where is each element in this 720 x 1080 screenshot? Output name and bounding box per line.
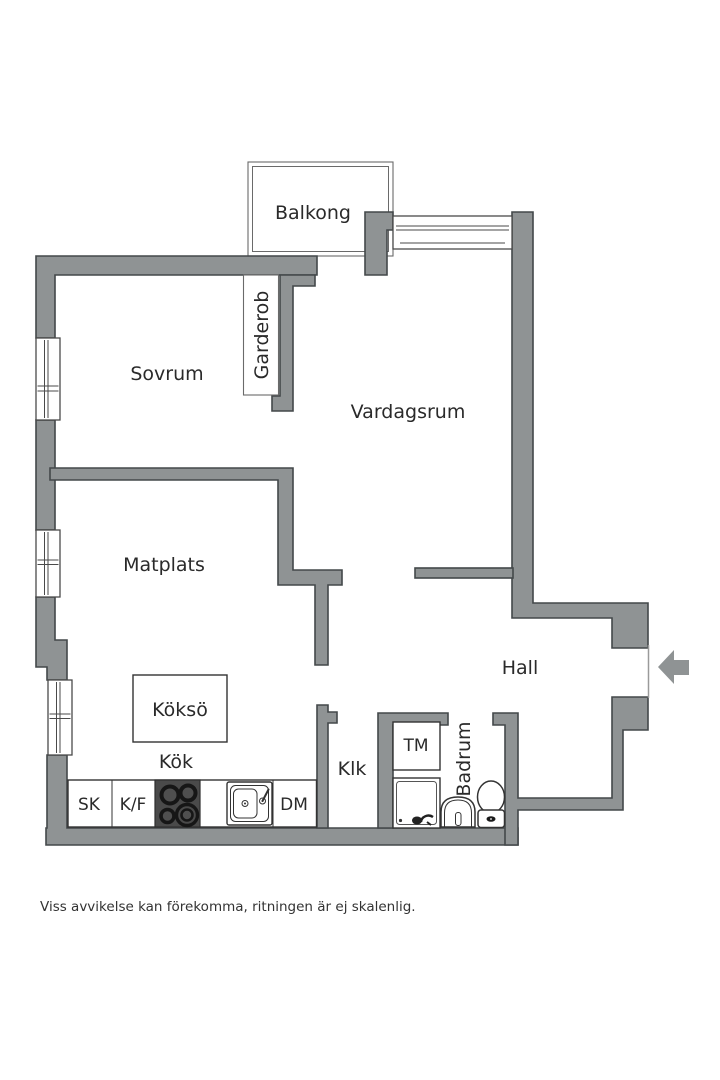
wall-balcony-right-pier (364, 211, 394, 276)
label-sk: SK (78, 795, 101, 815)
kokso-island-box (132, 674, 228, 743)
balcony-inner (252, 166, 389, 252)
wall-left-lower (35, 596, 68, 681)
wall-right-exterior (511, 211, 649, 649)
wall-sovrum-matplats-divider (49, 467, 343, 666)
label-garderob: Garderob (251, 291, 273, 380)
label-kok: Kök (159, 751, 193, 773)
wall-garderob-right (271, 274, 316, 412)
window-sovrum (35, 337, 61, 421)
wall-klk-left (316, 704, 338, 829)
kitchen-sink-icon (226, 781, 273, 826)
shower-icon (392, 777, 441, 829)
label-matplats: Matplats (123, 554, 205, 576)
window-kok (47, 679, 73, 756)
label-balkong: Balkong (275, 202, 351, 224)
label-badrum: Badrum (453, 721, 475, 796)
bathroom-fixtures (392, 777, 506, 829)
stove-icon (154, 779, 201, 828)
labels: Balkong Sovrum Garderob Vardagsrum Matpl… (78, 202, 538, 815)
window-vardagsrum (392, 215, 513, 250)
balcony-outline (247, 161, 394, 257)
label-hall: Hall (502, 657, 539, 679)
label-sovrum: Sovrum (130, 363, 203, 385)
garderob-box (242, 274, 280, 396)
washing-machine-box (392, 721, 441, 771)
entrance-arrow-icon (658, 650, 689, 684)
label-kokso: Köksö (152, 699, 208, 721)
label-dm: DM (280, 795, 308, 815)
walls (35, 211, 649, 846)
kitchen-counter (67, 779, 318, 828)
toilet-icon (476, 780, 506, 829)
label-klk: Klk (338, 758, 367, 780)
windows (35, 215, 513, 756)
wall-vardagsrum-hall-divider (414, 567, 514, 579)
window-matplats (35, 529, 61, 598)
label-tm: TM (402, 736, 428, 756)
wall-entry-lower-right (492, 696, 649, 846)
bath-sink-icon (440, 796, 476, 828)
label-kf: K/F (120, 795, 147, 815)
label-vardagsrum: Vardagsrum (351, 401, 466, 423)
disclaimer-text: Viss avvikelse kan förekomma, ritningen … (40, 899, 416, 915)
